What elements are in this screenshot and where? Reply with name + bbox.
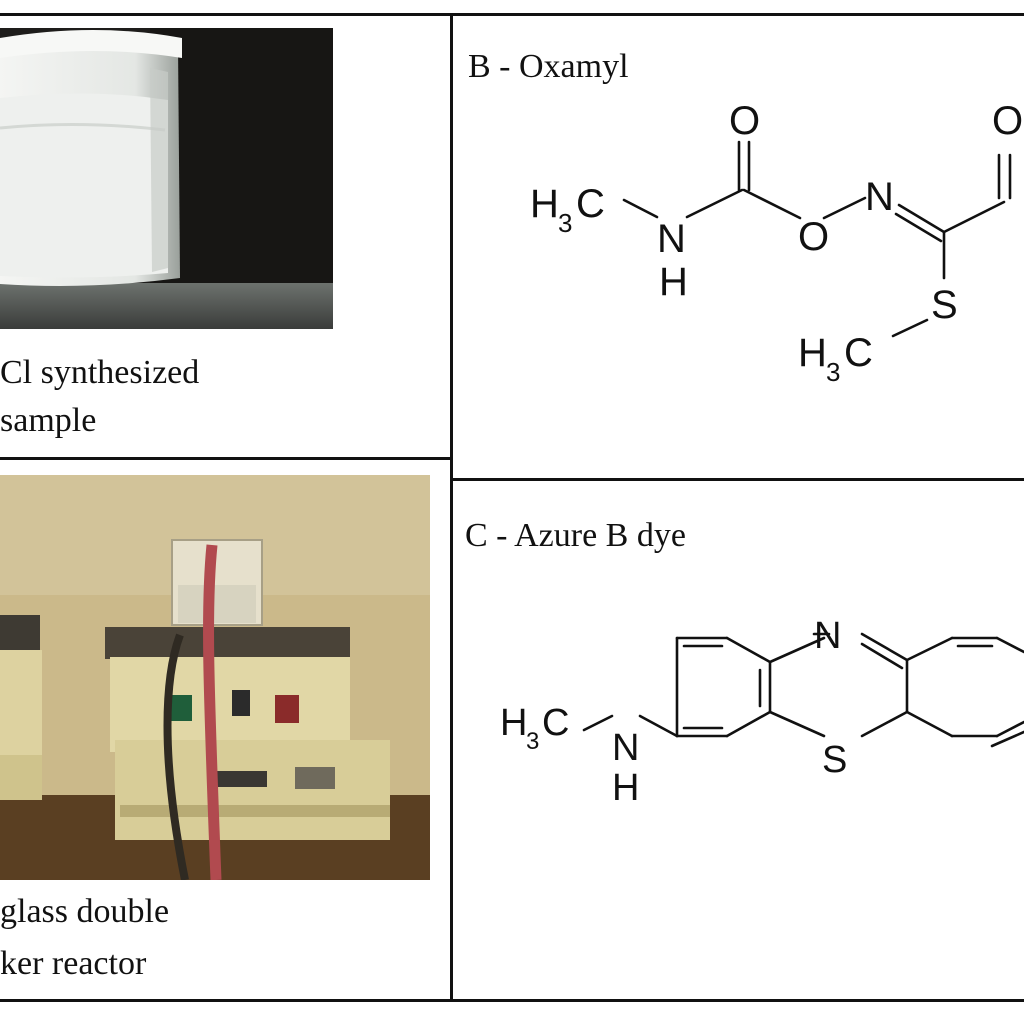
- oxamyl-h3c-subscript: 3: [558, 208, 572, 238]
- oxamyl-s-methyl-h: H: [798, 331, 827, 375]
- oxamyl-h3c-h: H: [530, 182, 559, 226]
- oxamyl-sulfur: S: [931, 283, 958, 327]
- right-row-divider: [452, 478, 1024, 481]
- left-row-divider: [0, 457, 452, 460]
- oxamyl-s-methyl-subscript: 3: [826, 357, 840, 387]
- oxamyl-h3c-c: C: [576, 182, 605, 226]
- reactor-photo: [0, 475, 430, 880]
- azure-b-ring-sulfur: S: [822, 739, 847, 781]
- oxamyl-oxime-n: N: [865, 175, 894, 219]
- table-top-border: [0, 13, 1024, 16]
- oxamyl-right-o: O: [992, 99, 1023, 143]
- oxamyl-title: B - Oxamyl: [468, 48, 629, 85]
- azure-b-ring-nitrogen: N: [814, 615, 841, 657]
- oxamyl-structure: H 3 C N H O O N O S H 3 C: [530, 99, 1023, 387]
- table-column-divider: [450, 13, 453, 1002]
- oxamyl-amide-n: N: [657, 217, 686, 261]
- panel-c-caption-line-2: ker reactor: [0, 945, 147, 982]
- panel-a-caption-line-2: sample: [0, 402, 97, 439]
- panel-c-caption-line-1: glass double: [0, 893, 170, 930]
- azure-b-h3c-c: C: [542, 702, 569, 744]
- oxamyl-ester-o: O: [798, 215, 829, 259]
- azure-b-structure: N S H 3 C N H: [500, 615, 1024, 809]
- oxamyl-s-methyl-c: C: [844, 331, 873, 375]
- panel-a-caption-line-1: Cl synthesized: [0, 354, 200, 391]
- azure-b-h3c-subscript: 3: [526, 728, 539, 755]
- powder-jar-illustration: [0, 28, 333, 329]
- oxamyl-amide-h: H: [659, 260, 688, 304]
- azure-b-title: C - Azure B dye: [465, 517, 686, 554]
- azure-b-amine-h: H: [612, 767, 639, 809]
- reactor-illustration: [0, 475, 430, 880]
- powder-jar-photo: [0, 28, 333, 329]
- azure-b-amine-n: N: [612, 727, 639, 769]
- azure-b-h3c-h: H: [500, 702, 527, 744]
- table-bottom-border: [0, 999, 1024, 1002]
- oxamyl-carbonyl-o: O: [729, 99, 760, 143]
